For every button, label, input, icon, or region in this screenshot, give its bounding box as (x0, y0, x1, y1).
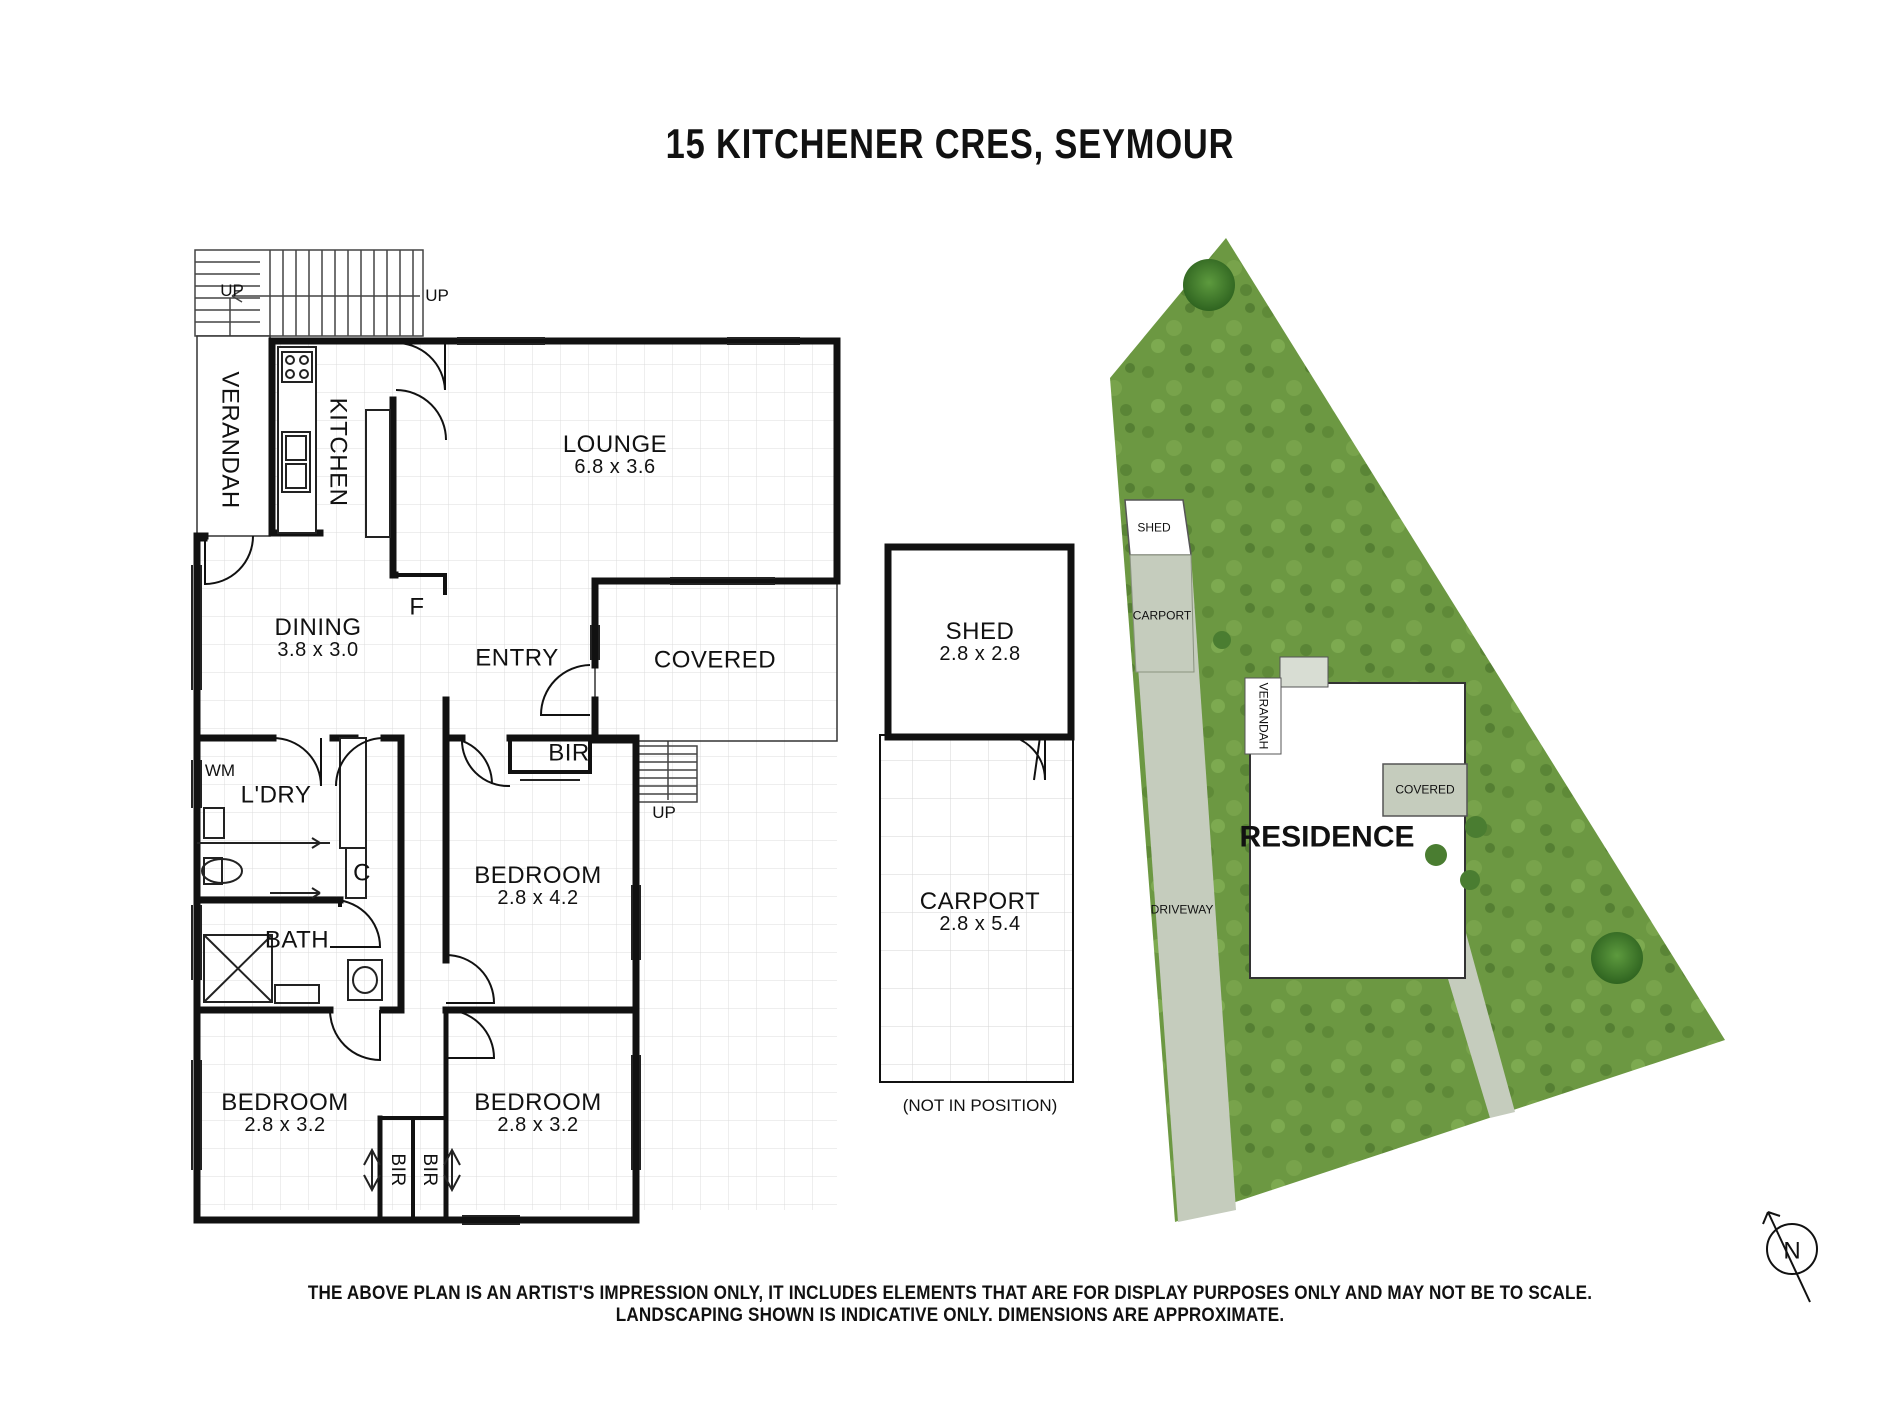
bir-left-label: BIR (386, 1153, 408, 1187)
door-swings (204, 341, 591, 1062)
site-plan (1110, 238, 1725, 1222)
inner-lines (191, 337, 800, 1225)
site-shed-label: SHED (1137, 520, 1171, 535)
north-label: N (1783, 1237, 1801, 1265)
covered-area (594, 580, 838, 742)
laundry-label: L'DRY (240, 781, 312, 809)
bir-right-label: BIR (418, 1153, 440, 1187)
fridge-label: F (409, 593, 425, 621)
disclaimer-line-2: LANDSCAPING SHOWN IS INDICATIVE ONLY. DI… (615, 1304, 1285, 1326)
kitchen-label: KITCHEN (324, 397, 352, 507)
verandah-area (196, 335, 271, 537)
main-floor-plan (191, 249, 841, 1225)
page-title: 15 KITCHENER CRES, SEYMOUR (665, 120, 1235, 167)
disclaimer: THE ABOVE PLAN IS AN ARTIST'S IMPRESSION… (95, 1283, 1805, 1327)
bath-label: BATH (264, 926, 330, 954)
not-in-position-note: (NOT IN POSITION) (902, 1096, 1058, 1116)
outbuilding-plan (879, 543, 1075, 1083)
wm-label: WM (204, 761, 236, 781)
residence-label: RESIDENCE (1239, 820, 1415, 854)
stair-up-label-1: UP (220, 281, 244, 301)
stairs-top (194, 249, 424, 351)
disclaimer-line-1: THE ABOVE PLAN IS AN ARTIST'S IMPRESSION… (307, 1283, 1593, 1304)
verandah-label: VERANDAH (216, 371, 244, 509)
residence-footprint (1249, 682, 1466, 979)
north-compass-icon (1762, 1211, 1818, 1303)
walls (193, 337, 841, 1224)
site-carport-label: CARPORT (1132, 608, 1192, 623)
site-covered-label: COVERED (1395, 782, 1455, 797)
site-verandah-label: VERANDAH (1256, 682, 1271, 750)
bir-main-label: BIR (548, 739, 590, 767)
stair-up-label-3: UP (652, 803, 676, 823)
driveway (1130, 555, 1236, 1222)
stair-up-label-2: UP (425, 286, 449, 306)
cupboard-label: C (353, 859, 371, 887)
entry-label: ENTRY (475, 644, 559, 672)
covered-label: COVERED (653, 646, 777, 674)
driveway-label: DRIVEWAY (1150, 902, 1214, 917)
